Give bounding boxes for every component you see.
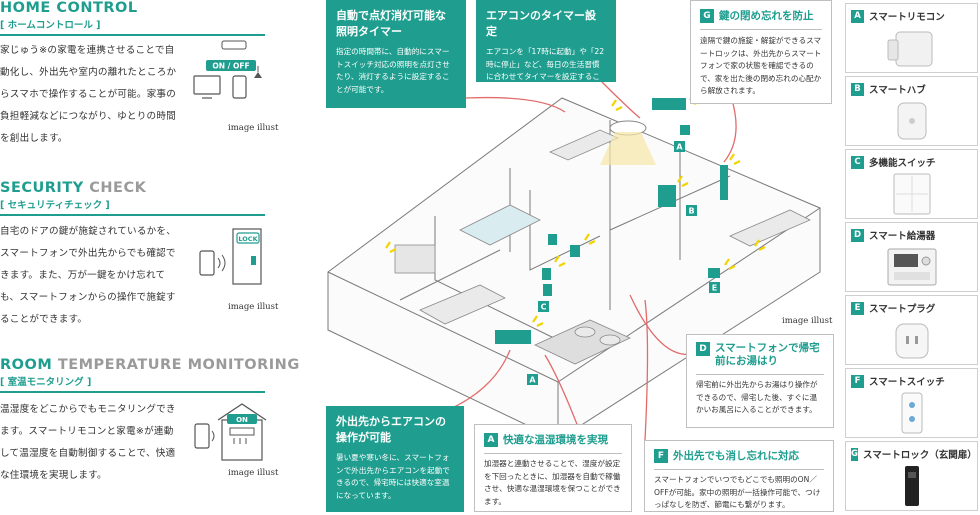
room-temperature-title: ROOM TEMPERATURE MONITORING (0, 357, 300, 373)
device-label: スマートハブ (869, 85, 926, 96)
badge-d: D (696, 342, 710, 356)
callout-light-timer: 自動で点灯消灯可能な照明タイマー 指定の時間帯に、自動的にスマートスイッチ対応の… (326, 0, 466, 108)
info-title: 快適な温湿環境を実現 (503, 434, 608, 446)
divider (696, 374, 824, 375)
security-check-subtitle: [ セキュリティチェック ] (0, 200, 110, 211)
callout-desc: 暑い夏や寒い冬に、スマートフォンで外出先からエアコンを起動できるので、帰宅時には… (336, 453, 450, 500)
info-title: 外出先でも消し忘れに対応 (673, 450, 799, 462)
svg-text:A: A (529, 376, 536, 385)
smart-lock-device-icon (720, 165, 728, 200)
aircon-lower-icon (495, 330, 531, 344)
divider (484, 453, 622, 454)
svg-text:C: C (541, 303, 547, 312)
security-check-title: SECURITY CHECK (0, 180, 147, 196)
callout-title: 自動で点灯消灯可能な照明タイマー (336, 9, 446, 38)
home-control-subtitle: [ ホームコントロール ] (0, 20, 101, 31)
room-temperature-illust: ON (194, 403, 267, 461)
badge-a: A (484, 432, 498, 447)
svg-text:A: A (676, 143, 683, 152)
info-box-a: A 快適な温湿環境を実現 加湿器と連動させることで、湿度が設定を下回ったときに、加… (474, 424, 632, 512)
device-label: スマート給湯器 (869, 231, 936, 242)
divider (0, 34, 265, 36)
room-temperature-body: 温湿度をどこからでもモニタリングできます。スマートリモコンと家電※が連動して温湿… (0, 404, 176, 481)
aircon-upper-icon (652, 98, 686, 110)
divider (0, 214, 265, 216)
device-label: スマートロック（玄関扉） (862, 450, 977, 461)
info-desc: 加湿器と連動させることで、湿度が設定を下回ったときに、加湿器を自動で稼働させ、快… (484, 459, 621, 506)
multi-switch-icon (893, 173, 930, 214)
home-control-illust: ON / OFF (193, 40, 262, 99)
device-label: 多機能スイッチ (869, 158, 936, 169)
room-temperature-subtitle: [ 室温モニタリング ] (0, 377, 92, 388)
callout-aircon-remote: 外出先からエアコンの操作が可能 暑い夏や寒い冬に、スマートフォンで外出先からエア… (326, 406, 464, 512)
lock-label: LOCK (238, 235, 258, 243)
room-illust-caption: image illust (228, 468, 279, 478)
badge-f: F (654, 448, 668, 463)
callout-desc: エアコンを「17時に起動」や「22時に停止」など、毎日の生活習慣に合わせてタイマ… (486, 47, 605, 94)
callout-title: エアコンのタイマー設定 (486, 9, 596, 38)
security-check-body: 自宅のドアの鍵が施錠されているかを、スマートフォンで外出先からでも確認できます。… (0, 226, 176, 325)
info-box-f: F 外出先でも消し忘れに対応 スマートフォンでいつでもどこでも照明のON／OFFが… (644, 440, 834, 512)
smart-switch-icon (901, 392, 922, 433)
callout-desc: 指定の時間帯に、自動的にスマートスイッチ対応の照明を点灯させたり、消灯するように… (336, 47, 450, 94)
info-title: 鍵の閉め忘れを防止 (719, 10, 814, 22)
info-box-d: D スマートフォンで帰宅前にお湯はり 帰宅前に外出先からお湯はり操作ができるので、… (686, 334, 834, 428)
info-box-g: G 鍵の閉め忘れを防止 遠隔で鍵の施錠・解錠ができるスマートロックは、外出先からス… (690, 0, 832, 104)
svg-text:E: E (712, 284, 717, 293)
room-temperature-section: ROOM TEMPERATURE MONITORING [ 室温モニタリング ] (0, 357, 300, 393)
security-check-section: SECURITY CHECK [ セキュリティチェック ] (0, 180, 272, 216)
home-control-section: HOME CONTROL [ ホームコントロール ] (0, 0, 272, 36)
home-control-title: HOME CONTROL (0, 0, 138, 16)
water-heater-icon (887, 248, 936, 285)
divider (700, 29, 822, 30)
callout-aircon-timer: エアコンのタイマー設定 エアコンを「17時に起動」や「22時に停止」など、毎日の… (476, 0, 616, 94)
security-illust-caption: image illust (228, 302, 279, 312)
house-illustration: A B C E A (327, 69, 821, 441)
info-desc: 帰宅前に外出先からお湯はり操作ができるので、帰宅した後、すぐに温かいお風呂に入る… (696, 380, 818, 414)
smart-lock-icon (904, 465, 919, 506)
divider (0, 391, 265, 393)
house-illust-caption: image illust (782, 316, 833, 326)
info-desc: スマートフォンでいつでもどこでも照明のON／OFFが可能。家中の照明が一括操作可… (654, 475, 821, 509)
smart-plug-icon (895, 323, 928, 358)
device-label: スマートスイッチ (869, 377, 945, 388)
svg-text:B: B (688, 207, 694, 216)
smart-hub-icon (897, 102, 926, 139)
device-label: スマートプラグ (869, 304, 936, 315)
home-control-body: 家じゅう※の家電を連携させることで自動化し、外出先や室内の離れたところからスマホ… (0, 45, 177, 144)
info-title: スマートフォンで帰宅前にお湯はり (715, 342, 820, 367)
security-illust: LOCK (199, 228, 262, 285)
on-off-label: ON / OFF (212, 62, 249, 71)
device-label: スマートリモコン (869, 12, 945, 23)
on-label: ON (236, 416, 248, 424)
smart-remote-icon (887, 31, 932, 66)
home-illust-caption: image illust (228, 123, 279, 133)
info-desc: 遠隔で鍵の施錠・解錠ができるスマートロックは、外出先からスマートフォンで家の状態… (700, 36, 822, 95)
smart-hub-device-icon (658, 185, 676, 207)
callout-title: 外出先からエアコンの操作が可能 (336, 415, 446, 444)
badge-g: G (700, 8, 714, 23)
divider (654, 469, 824, 470)
